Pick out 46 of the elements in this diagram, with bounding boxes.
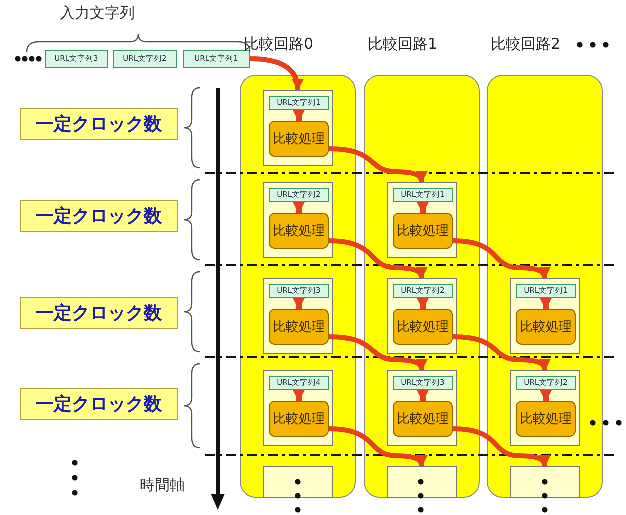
stage-box bbox=[263, 466, 333, 498]
process-box: 比較処理 bbox=[269, 401, 329, 437]
arrow bbox=[417, 390, 429, 402]
stage-box bbox=[263, 370, 333, 446]
circuit-heading: 比較回路1 bbox=[368, 35, 438, 54]
arrow bbox=[328, 426, 427, 468]
arrow bbox=[417, 202, 429, 214]
arrow bbox=[540, 298, 552, 310]
clock-count-box: 一定クロック数 bbox=[20, 297, 178, 329]
process-box: 比較処理 bbox=[269, 309, 329, 345]
arrow bbox=[250, 56, 304, 92]
clock-count-box: 一定クロック数 bbox=[20, 108, 178, 140]
arrow bbox=[293, 202, 305, 214]
clock-count-box: 一定クロック数 bbox=[20, 200, 178, 232]
circuit-heading: 比較回路2 bbox=[491, 35, 561, 54]
stage-box bbox=[387, 370, 457, 446]
stage-box bbox=[263, 182, 333, 258]
process-box: 比較処理 bbox=[393, 213, 453, 249]
arrow bbox=[328, 146, 427, 184]
process-box: 比較処理 bbox=[393, 309, 453, 345]
arrow bbox=[417, 298, 429, 310]
stage-box bbox=[510, 278, 580, 354]
arrow bbox=[293, 390, 305, 402]
arrow bbox=[293, 298, 305, 310]
axis-label: 時間軸 bbox=[140, 476, 185, 495]
stage-box bbox=[263, 278, 333, 354]
arrow bbox=[452, 426, 550, 468]
stage-box bbox=[387, 466, 457, 498]
stage-box bbox=[510, 370, 580, 446]
process-box: 比較処理 bbox=[269, 213, 329, 249]
stage-box bbox=[387, 182, 457, 258]
stage-box bbox=[263, 90, 333, 166]
process-box: 比較処理 bbox=[269, 121, 329, 157]
arrow bbox=[293, 110, 305, 122]
arrow bbox=[540, 390, 552, 402]
process-box: 比較処理 bbox=[516, 401, 576, 437]
stage-box bbox=[387, 278, 457, 354]
process-box: 比較処理 bbox=[393, 401, 453, 437]
arrow bbox=[452, 334, 550, 372]
arrow bbox=[328, 238, 427, 280]
process-box: 比較処理 bbox=[516, 309, 576, 345]
arrow bbox=[452, 238, 550, 280]
clock-count-box: 一定クロック数 bbox=[20, 388, 178, 420]
input-heading: 入力文字列 bbox=[60, 4, 135, 23]
stage-box bbox=[510, 466, 580, 498]
arrow bbox=[328, 334, 427, 372]
